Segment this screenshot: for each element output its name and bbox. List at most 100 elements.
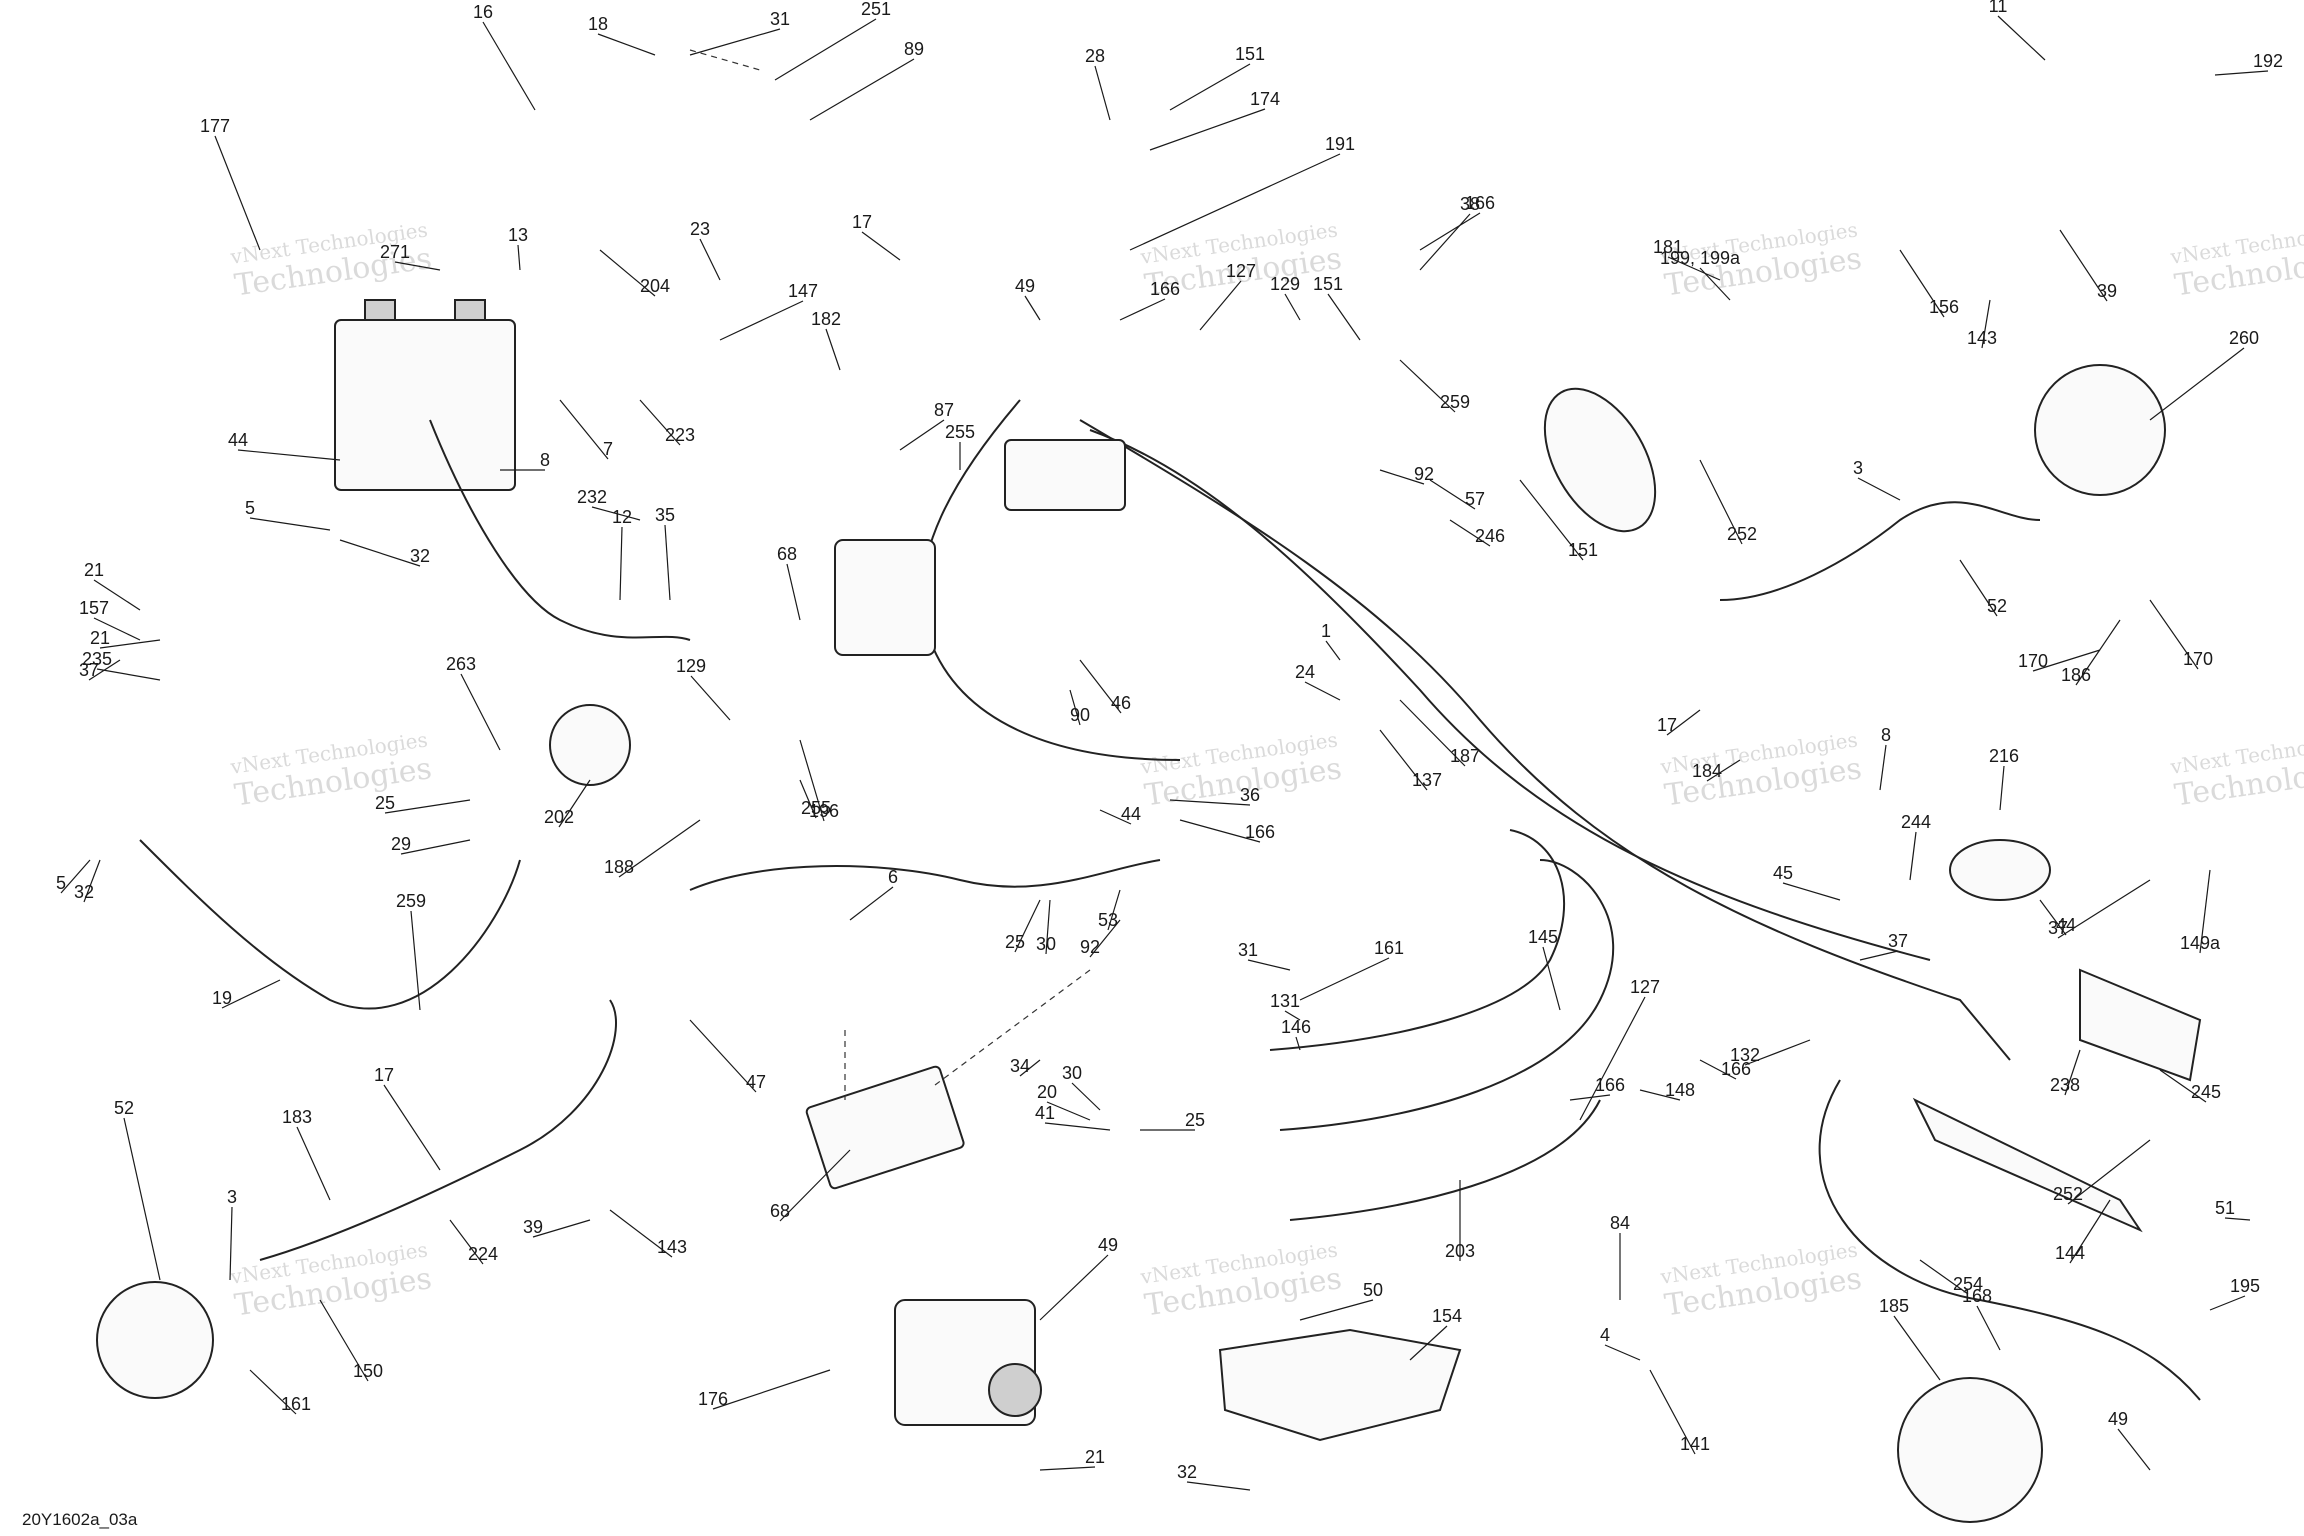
callout-label: 174 (1250, 89, 1280, 109)
callout-label: 17 (374, 1065, 394, 1085)
harness-lower-branch (689, 859, 1161, 891)
battery-terminal (454, 299, 486, 321)
callout-label: 49 (1098, 1235, 1118, 1255)
callout-label: 44 (1121, 804, 1141, 824)
leader-line (1327, 293, 1361, 341)
leader-line (1542, 946, 1561, 1011)
callout-label: 13 (508, 225, 528, 245)
callout-label: 161 (281, 1394, 311, 1414)
hose-145 (1289, 1099, 1601, 1221)
leader-line (1744, 1039, 1811, 1066)
leader-line (83, 859, 101, 903)
leader-line (774, 18, 877, 81)
callout-label: 191 (1325, 134, 1355, 154)
callout-label: 17 (852, 212, 872, 232)
leader-line (619, 526, 623, 601)
sensor-cable-252-left (259, 999, 617, 1261)
leader-line (1186, 1481, 1251, 1491)
callout-label: 5 (56, 873, 66, 893)
callout-label: 6 (888, 867, 898, 887)
callout-label: 4 (1600, 1325, 1610, 1345)
leader-line (383, 1084, 441, 1171)
leader-line (1284, 293, 1301, 321)
leader-line (2075, 619, 2121, 686)
callout-label: 8 (540, 450, 550, 470)
leader-line (1019, 1059, 1041, 1077)
callout-label: 149a (2180, 933, 2221, 953)
callout-label: 235 (82, 649, 112, 669)
leader-line (229, 1206, 233, 1281)
callout-label: 37 (2048, 918, 2068, 938)
callout-label: 251 (861, 0, 891, 19)
leader-line (1419, 212, 1481, 251)
sensor-cable-252-right (1719, 501, 2041, 601)
leader-line (599, 249, 656, 297)
leader-line (237, 449, 341, 461)
callout-label: 12 (612, 507, 632, 527)
leader-line (1379, 469, 1425, 485)
leader-line (2057, 879, 2151, 939)
leader-line (296, 1126, 331, 1201)
leader-line (1519, 479, 1584, 561)
parts-drawing (96, 49, 2202, 1523)
callout-label: 11 (1989, 0, 2008, 16)
leader-line (2199, 869, 2211, 954)
callout-label: 271 (380, 242, 410, 262)
leader-line (809, 58, 915, 121)
callout-label: 245 (2191, 1082, 2221, 1102)
leader-line (609, 1209, 673, 1258)
leader-line (597, 33, 656, 56)
callout-label: 8 (1881, 725, 1891, 745)
leader-line (799, 779, 817, 819)
leader-line (1299, 1299, 1374, 1321)
callout-label: 192 (2253, 51, 2283, 71)
leader-line (1071, 1082, 1101, 1111)
callout-label: 3 (1853, 458, 1863, 478)
callout-label: 166 (1465, 193, 1495, 213)
leader-line (1999, 765, 2005, 811)
callout-label: 41 (1035, 1103, 1055, 1123)
leader-line (1089, 919, 1121, 958)
leader-line (689, 1019, 757, 1093)
callout-label: 151 (1313, 274, 1343, 294)
callout-label: 150 (353, 1361, 383, 1381)
leader-line (1284, 1010, 1301, 1021)
leader-line (1199, 280, 1242, 331)
callout-label: 196 (809, 801, 839, 821)
leader-line (339, 539, 421, 567)
leader-line (517, 244, 521, 271)
leader-line (1666, 709, 1701, 736)
callout-label: 25 (375, 793, 395, 813)
leader-line (2039, 899, 2067, 936)
battery-cable (429, 419, 691, 641)
callout-label: 244 (1901, 812, 1931, 832)
callout-label: 170 (2018, 651, 2048, 671)
leader-line (1379, 729, 1428, 791)
leader-line (591, 506, 641, 521)
callout-label: 131 (1270, 991, 1300, 1011)
callout-label: 89 (904, 39, 924, 59)
callout-label: 7 (603, 439, 613, 459)
leader-line (1179, 819, 1261, 843)
callout-label: 52 (1987, 596, 2007, 616)
leader-line (2214, 70, 2269, 76)
leader-line (2209, 1295, 2246, 1311)
leader-line (1149, 108, 1266, 151)
callout-label: 166 (1150, 279, 1180, 299)
tone-ring-left (96, 1281, 214, 1399)
leader-line (899, 419, 945, 451)
callout-label: 87 (934, 400, 954, 420)
callout-label: 259 (1440, 392, 1470, 412)
callout-label: 39 (2097, 281, 2117, 301)
callout-label: 21 (84, 560, 104, 580)
leader-line (1909, 831, 1917, 881)
callout-label: 166 (1721, 1059, 1751, 1079)
callout-label: 252 (2053, 1184, 2083, 1204)
leader-line (1997, 15, 2046, 61)
callout-label: 148 (1665, 1080, 1695, 1100)
leader-line (1045, 899, 1051, 955)
